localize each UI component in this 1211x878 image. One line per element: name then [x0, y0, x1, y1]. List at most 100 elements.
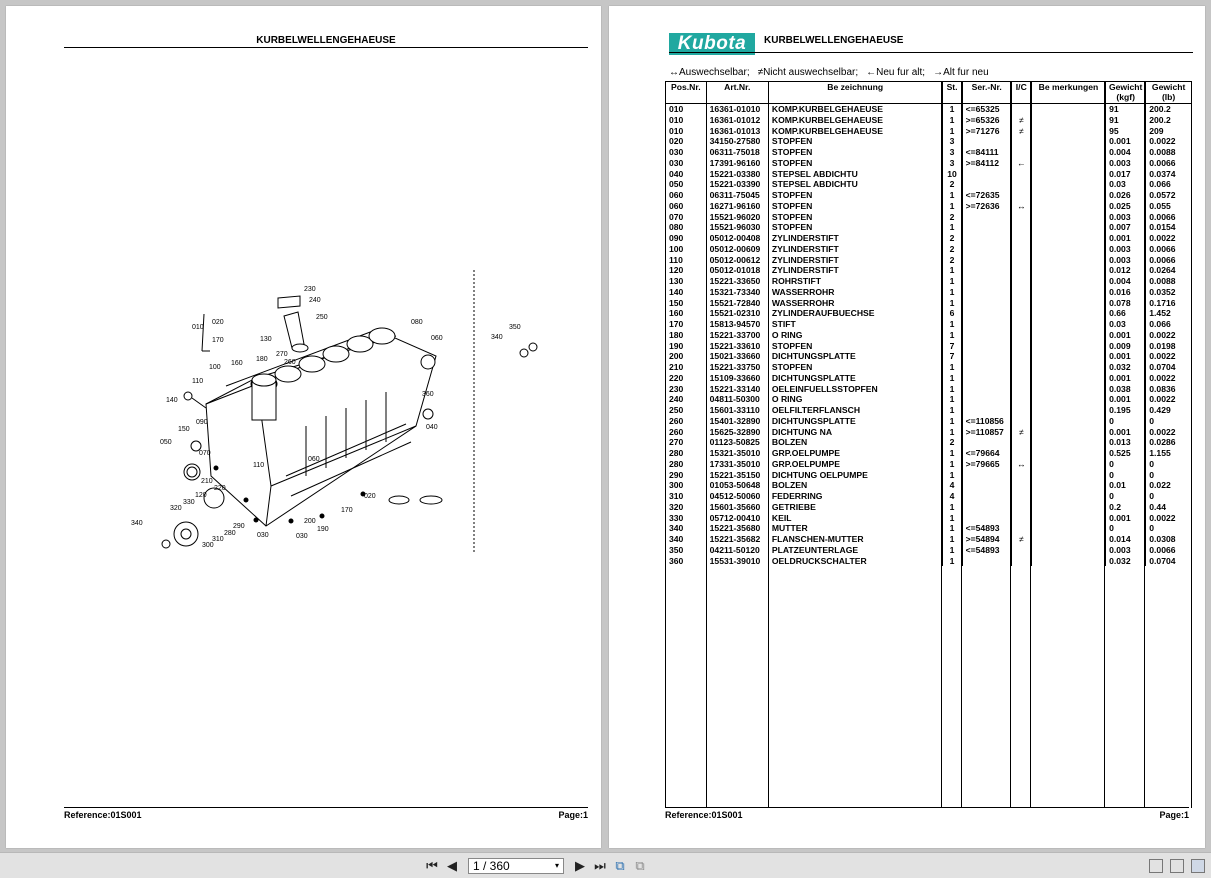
- two-page-view-icon[interactable]: [1191, 858, 1205, 873]
- table-cell: 2: [941, 243, 963, 255]
- table-cell: STOPFEN: [767, 362, 943, 373]
- table-cell: 15221-35682: [705, 534, 769, 545]
- table-cell: <=72635: [961, 190, 1012, 201]
- table-cell: DICHTUNGSPLATTE: [767, 372, 943, 384]
- table-cell: 91: [1105, 114, 1146, 126]
- table-cell: [1030, 157, 1106, 169]
- table-cell: 7: [941, 340, 963, 352]
- table-cell: 030: [669, 147, 684, 157]
- callout-label: 140: [166, 397, 178, 404]
- table-cell: [1030, 512, 1106, 524]
- page-number-select[interactable]: 1 / 360 ▾: [468, 857, 564, 874]
- table-cell: [961, 405, 1012, 416]
- table-cell: ZYLINDERSTIFT: [767, 254, 943, 266]
- parts-table: Pos.Nr. Art.Nr. Be zeichnung St. Ser.-Nr…: [666, 82, 1191, 567]
- table-cell: 0.03: [1105, 319, 1146, 330]
- table-cell: [1010, 329, 1032, 341]
- table-cell: 06311-75045: [705, 190, 769, 201]
- table-cell: [1010, 351, 1032, 362]
- table-cell: [1030, 200, 1106, 212]
- table-cell: STOPFEN: [767, 211, 943, 223]
- callout-label: 200: [304, 518, 316, 525]
- callout-label: 060: [308, 456, 320, 463]
- legend-item: ≠Nicht auswechselbar;: [757, 67, 859, 78]
- table-cell: ↔: [1010, 458, 1032, 470]
- copy-icon[interactable]: ⧉: [615, 857, 625, 873]
- table-cell: 0.001: [1105, 136, 1146, 147]
- table-cell: [1030, 405, 1106, 416]
- table-cell: 200: [669, 351, 684, 362]
- table-cell: 010: [669, 125, 684, 136]
- viewer-toolbar: ⏮ ◀ 1 / 360 ▾ ▶ ⏭ ⧉ ⧉: [0, 852, 1211, 878]
- table-cell: 15221-33140: [705, 383, 769, 395]
- table-cell: 0.016: [1105, 286, 1146, 298]
- single-page-view-icon[interactable]: [1149, 858, 1163, 873]
- callout-label: 340: [131, 520, 143, 527]
- table-cell: [961, 491, 1012, 502]
- table-cell: 34150-27580: [705, 136, 769, 147]
- prev-page-icon[interactable]: ◀: [447, 857, 457, 873]
- column-header: Pos.Nr.: [666, 82, 707, 104]
- table-cell: [1010, 211, 1032, 223]
- column-header: I/C: [1010, 82, 1032, 104]
- table-cell: 070: [669, 211, 684, 222]
- table-cell: 0.0066: [1145, 243, 1191, 255]
- table-cell: 260: [669, 415, 684, 426]
- table-cell: 0.001: [1105, 372, 1146, 384]
- table-cell: 0.0022: [1145, 329, 1191, 341]
- table-cell: >=54894: [961, 534, 1012, 545]
- table-cell: STOPFEN: [767, 222, 943, 233]
- table-cell: 0.032: [1105, 555, 1146, 567]
- table-cell: 0.0374: [1145, 168, 1191, 180]
- table-cell: 15601-33110: [705, 405, 769, 416]
- table-cell: DICHTUNGSPLATTE: [767, 415, 943, 427]
- table-cell: 0.001: [1105, 233, 1146, 244]
- table-cell: 030: [669, 157, 684, 168]
- table-cell: 15021-33660: [705, 351, 769, 362]
- table-cell: 15531-39010: [705, 555, 769, 567]
- table-cell: [1010, 319, 1032, 330]
- table-cell: 060: [669, 190, 684, 200]
- table-cell: 150: [669, 297, 684, 308]
- table-cell: [1030, 179, 1106, 190]
- table-cell: [1010, 233, 1032, 244]
- table-cell: 0.0198: [1145, 340, 1191, 352]
- table-cell: OELDRUCKSCHALTER: [767, 555, 943, 567]
- last-page-icon[interactable]: ⏭: [594, 857, 606, 873]
- table-cell: >=84112: [961, 157, 1012, 169]
- callout-label: 180: [256, 356, 268, 363]
- table-cell: [1030, 265, 1106, 276]
- paste-icon[interactable]: ⧉: [635, 857, 645, 873]
- continuous-view-icon[interactable]: [1170, 858, 1184, 873]
- table-cell: [1030, 114, 1106, 126]
- column-header: St.: [941, 82, 963, 104]
- table-cell: 15625-32890: [705, 426, 769, 438]
- table-cell: 0.001: [1105, 351, 1146, 362]
- table-cell: 350: [669, 544, 684, 555]
- callout-label: 240: [309, 297, 321, 304]
- table-cell: [961, 168, 1012, 180]
- table-cell: 260: [669, 426, 684, 437]
- table-cell: 1: [941, 544, 963, 556]
- table-cell: [961, 501, 1012, 513]
- table-cell: [961, 480, 1012, 491]
- table-cell: 15221-03390: [705, 179, 769, 190]
- callout-label: 330: [183, 499, 195, 506]
- table-cell: 1: [941, 512, 963, 524]
- table-cell: 020: [669, 136, 684, 147]
- table-cell: [1030, 491, 1106, 502]
- next-page-icon[interactable]: ▶: [575, 857, 585, 873]
- first-page-icon[interactable]: ⏮: [426, 857, 438, 873]
- page-indicator: 1 / 360: [473, 858, 510, 873]
- table-cell: 1: [941, 383, 963, 395]
- table-cell: 340: [669, 523, 684, 534]
